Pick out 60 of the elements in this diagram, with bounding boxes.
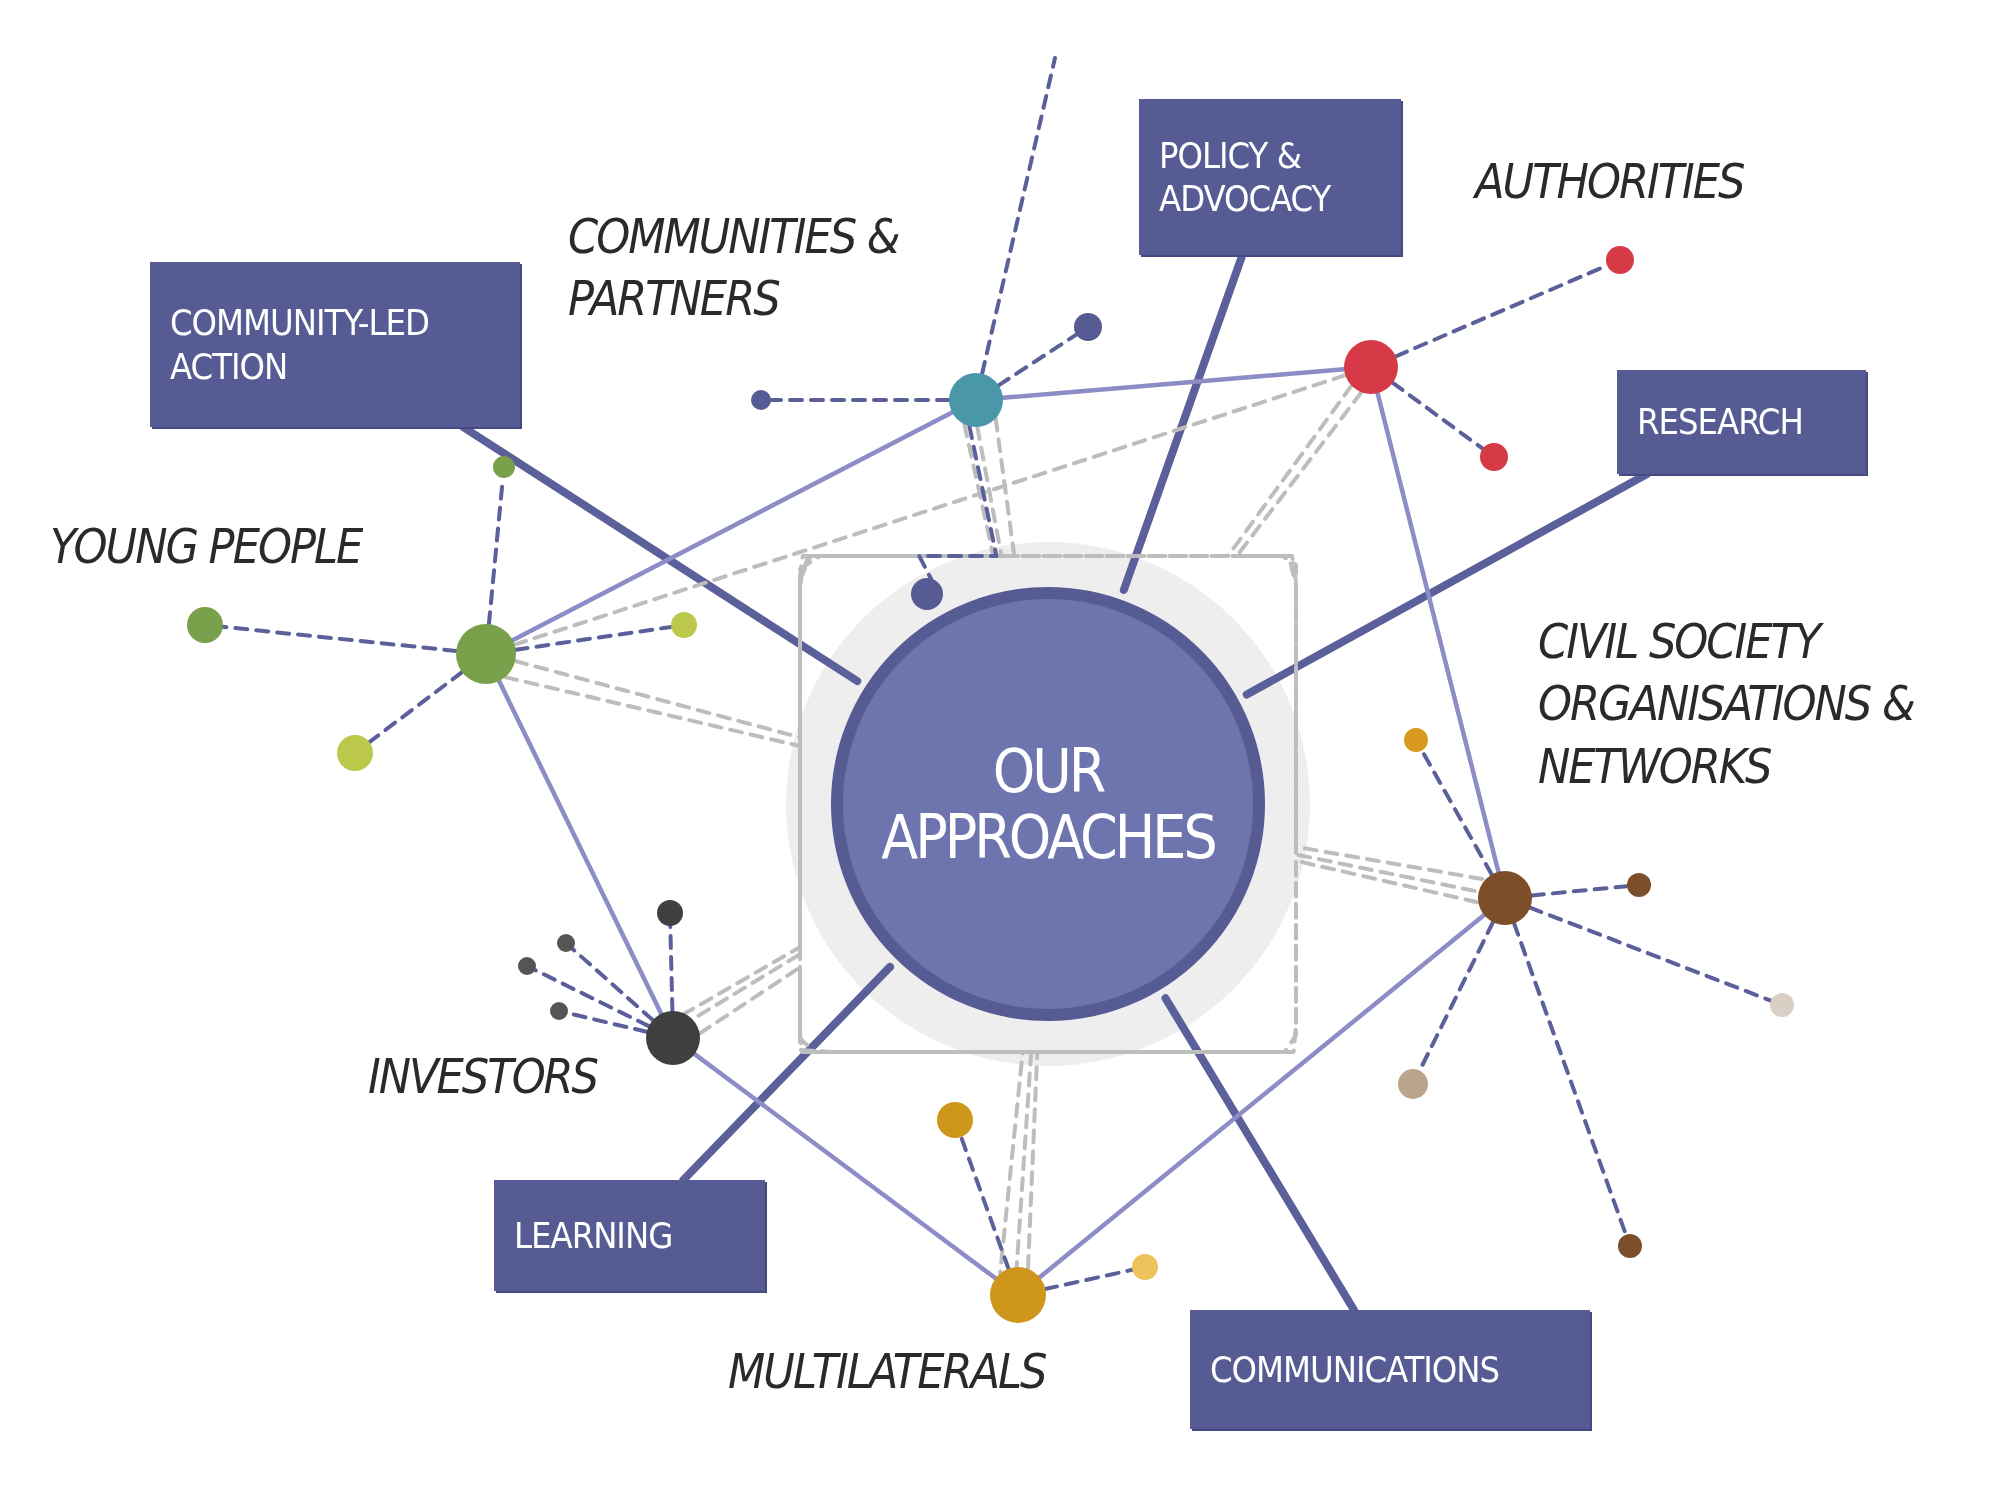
dot [493,456,515,478]
dot [1627,873,1651,897]
label-box: COMMUNITY-LED ACTION [150,262,520,427]
label-box: LEARNING [494,1180,765,1291]
dot [1344,340,1398,394]
dot [1404,728,1428,752]
dot [557,934,575,952]
dot [456,624,516,684]
dot [1618,1234,1642,1258]
dot [949,373,1003,427]
dot [751,390,771,410]
dot [1074,313,1102,341]
dot [1132,1254,1158,1280]
dashed-line [668,924,675,1013]
connector-line [1375,390,1501,875]
group-label: YOUNG PEOPLE [50,517,364,576]
dashed-line [798,425,1034,1269]
connector-line [1037,912,1487,1280]
dot [550,1002,568,1020]
dot [1478,871,1532,925]
dot [1398,1069,1428,1099]
label-box: RESEARCH [1617,370,1866,474]
connector-line [496,678,664,1016]
dashed-line [1390,380,1485,451]
dot [671,612,697,638]
dot [1770,993,1794,1017]
dashed-line [697,858,1481,1054]
label-box: COMMUNICATIONS [1190,1310,1590,1429]
group-label: AUTHORITIES [1475,152,1745,211]
group-label: INVESTORS [368,1047,599,1106]
group-label: COMMUNITIES & PARTNERS [568,207,900,329]
dot [990,1267,1046,1323]
dashed-line [917,424,999,581]
dashed-line [682,422,996,1016]
dot [337,735,373,771]
dashed-line [367,670,465,745]
dashed-line [533,968,651,1029]
dot [187,607,223,643]
connector-line [510,410,955,643]
dashed-line [980,56,1057,376]
dot [937,1102,973,1138]
group-label: MULTILATERALS [728,1342,1047,1401]
dot [1606,246,1634,274]
dot [657,900,683,926]
dot [1480,443,1508,471]
dashed-line [769,398,951,402]
connector-line [692,1051,998,1281]
dashed-line [513,624,674,652]
dot [646,1011,700,1065]
label-box: POLICY & ADVOCACY [1139,99,1401,255]
dashed-line [959,1134,1011,1271]
dashed-line [1043,1267,1135,1291]
dashed-line [512,373,1348,647]
group-label: CIVIL SOCIETY ORGANISATIONS & NETWORKS [1538,612,1915,796]
dashed-line [1528,905,1773,1003]
dashed-line [503,675,1025,1276]
dot [518,957,536,975]
dashed-line [570,947,655,1023]
dashed-line [996,332,1079,388]
dashed-line [1026,390,1364,1271]
